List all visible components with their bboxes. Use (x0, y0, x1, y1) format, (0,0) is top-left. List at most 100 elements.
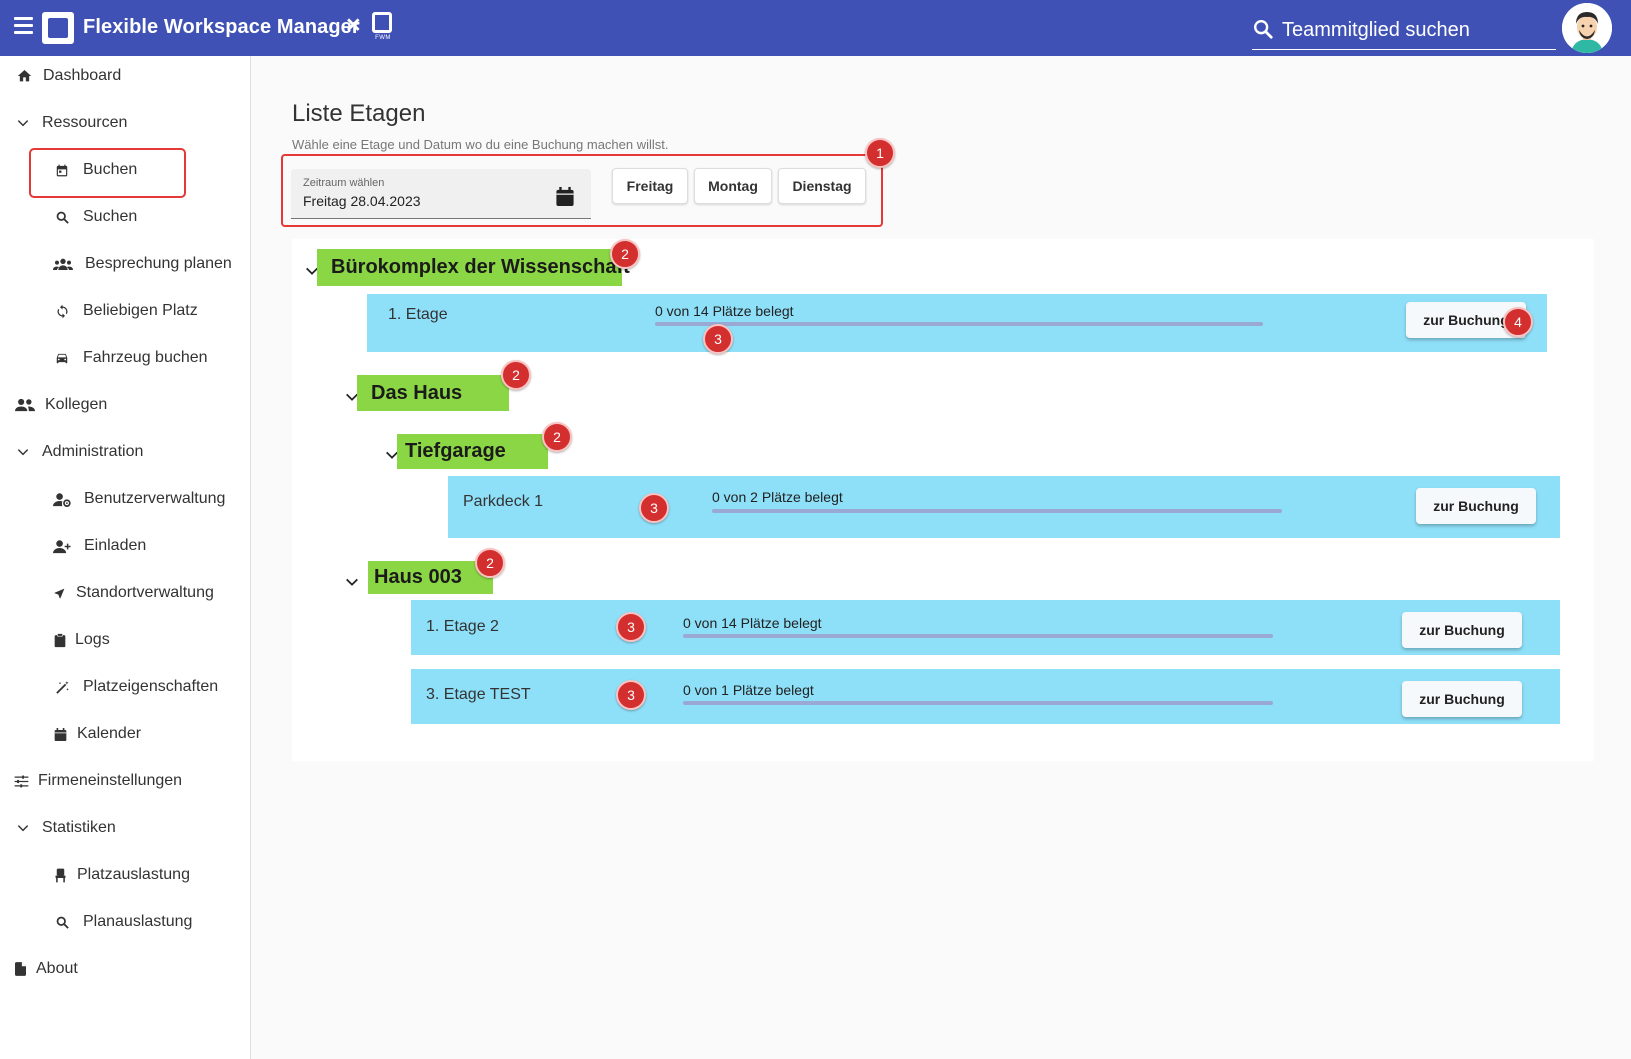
sidebar-item-label: Firmeneinstellungen (38, 772, 183, 789)
book-button[interactable]: zur Buchung (1416, 488, 1536, 524)
highlight-frame (29, 148, 186, 198)
annotation-badge: 3 (639, 493, 669, 523)
sidebar-item-statistiken[interactable]: Statistiken (14, 808, 116, 848)
group-tiefgarage[interactable]: Tiefgarage (397, 434, 548, 469)
floor-list-panel: Bürokomplex der Wissenschaft 2 1. Etage … (292, 239, 1594, 761)
annotation-badge: 3 (703, 324, 733, 354)
group-das-haus[interactable]: Das Haus (357, 375, 509, 411)
chevron-down-icon (14, 819, 32, 837)
sidebar-item-beliebigen-platz[interactable]: Beliebigen Platz (53, 291, 198, 331)
sidebar-item-label: Platzeigenschaften (83, 678, 219, 695)
sidebar-item-label: Statistiken (42, 819, 116, 836)
occupancy-bar (712, 509, 1282, 513)
sidebar-item-kollegen[interactable]: Kollegen (15, 385, 107, 425)
sidebar-item-ressourcen[interactable]: Ressourcen (14, 103, 127, 143)
sidebar-item-label: Buchen (83, 161, 138, 178)
chair-icon (53, 866, 67, 884)
day-button-freitag[interactable]: Freitag (612, 168, 688, 204)
sidebar-item-label: Kollegen (45, 396, 108, 413)
sidebar-item-label: Besprechung planen (85, 255, 232, 272)
chevron-down-icon[interactable] (304, 263, 320, 279)
floor-name: 1. Etage (388, 306, 448, 323)
calendar-icon (53, 725, 67, 743)
floor-row: 1. Etage 0 von 14 Plätze belegt zur Buch… (367, 294, 1547, 352)
people-icon (15, 396, 35, 414)
calendar-icon[interactable] (555, 186, 575, 212)
user-avatar[interactable] (1562, 3, 1612, 53)
sidebar-item-standortverwaltung[interactable]: Standortverwaltung (53, 573, 214, 613)
search-icon (53, 208, 71, 226)
chevron-down-icon (14, 114, 32, 132)
app-title: Flexible Workspace Manager (83, 16, 360, 38)
manage-accounts-icon (53, 490, 72, 508)
calendar-icon (53, 161, 71, 179)
annotation-badge: 2 (475, 548, 505, 578)
chevron-down-icon[interactable] (344, 389, 360, 405)
annotation-badge: 3 (616, 680, 646, 710)
sidebar-item-label: Suchen (83, 208, 138, 225)
sidebar-item-logs[interactable]: Logs (53, 620, 110, 660)
sidebar-item-planauslastung[interactable]: Planauslastung (53, 902, 192, 942)
sidebar-item-label: Beliebigen Platz (83, 302, 198, 319)
home-icon (15, 67, 33, 85)
page-title: Liste Etagen (292, 100, 426, 127)
occupancy-text: 0 von 14 Plätze belegt (683, 615, 822, 631)
sidebar-item-label: Einladen (84, 537, 147, 554)
date-range-field[interactable]: Zeitraum wählen Freitag 28.04.2023 (291, 169, 591, 219)
sidebar-item-label: Standortverwaltung (76, 584, 214, 601)
sidebar-item-kalender[interactable]: Kalender (53, 714, 141, 754)
annotation-badge: 2 (542, 422, 572, 452)
chevron-down-icon (14, 443, 32, 461)
search-icon (1254, 20, 1273, 39)
page-subtitle: Wähle eine Etage und Datum wo du eine Bu… (292, 137, 669, 152)
sidebar-item-label: About (36, 960, 78, 977)
occupancy-bar (683, 701, 1273, 705)
app-logo (42, 12, 74, 44)
sidebar-item-label: Fahrzeug buchen (83, 349, 208, 366)
sidebar-item-label: Dashboard (43, 67, 122, 84)
sidebar-item-buchen[interactable]: Buchen (53, 150, 137, 190)
sidebar-item-benutzerverwaltung[interactable]: Benutzerverwaltung (53, 479, 225, 519)
sidebar: Dashboard Ressourcen Buchen Suchen Bespr… (0, 56, 251, 1059)
group-haus-003[interactable]: Haus 003 (368, 561, 493, 594)
sidebar-item-suchen[interactable]: Suchen (53, 197, 137, 237)
sidebar-item-label: Planauslastung (83, 913, 193, 930)
floor-name: 3. Etage TEST (426, 686, 531, 703)
sidebar-item-label: Benutzerverwaltung (84, 490, 226, 507)
occupancy-bar (683, 634, 1273, 638)
sidebar-item-administration[interactable]: Administration (14, 432, 143, 472)
person-add-icon (53, 537, 72, 555)
sidebar-item-platzeigenschaften[interactable]: Platzeigenschaften (53, 667, 218, 707)
day-button-dienstag[interactable]: Dienstag (778, 168, 866, 204)
group-buerokomplex[interactable]: Bürokomplex der Wissenschaft (317, 249, 630, 286)
floor-name: Parkdeck 1 (463, 493, 544, 510)
chevron-down-icon[interactable] (384, 447, 400, 463)
book-button[interactable]: zur Buchung (1402, 612, 1522, 648)
main-content: Liste Etagen Wähle eine Etage und Datum … (251, 56, 1631, 1059)
menu-icon[interactable] (14, 17, 34, 37)
sidebar-item-label: Kalender (77, 725, 142, 742)
sidebar-item-dashboard[interactable]: Dashboard (15, 56, 121, 96)
close-icon[interactable]: × (346, 11, 361, 39)
sidebar-item-label: Platzauslastung (77, 866, 190, 883)
day-button-montag[interactable]: Montag (694, 168, 772, 204)
search-icon (53, 913, 71, 931)
sync-icon (53, 302, 71, 320)
floor-row: Parkdeck 1 0 von 2 Plätze belegt zur Buc… (448, 476, 1560, 538)
groups-icon (53, 255, 73, 273)
sidebar-item-besprechung[interactable]: Besprechung planen (53, 244, 232, 284)
member-search-input[interactable]: Teammitglied suchen (1252, 14, 1556, 50)
sidebar-item-einladen[interactable]: Einladen (53, 526, 146, 566)
search-placeholder: Teammitglied suchen (1282, 19, 1470, 41)
annotation-badge: 3 (616, 612, 646, 642)
sidebar-item-about[interactable]: About (14, 949, 78, 989)
fwm-logo-label: FWM (375, 35, 391, 41)
sidebar-item-firmeneinstellungen[interactable]: Firmeneinstellungen (14, 761, 182, 801)
book-button[interactable]: zur Buchung (1402, 681, 1522, 717)
highlight-frame (281, 154, 883, 227)
annotation-badge: 2 (610, 239, 640, 269)
sidebar-item-platzauslastung[interactable]: Platzauslastung (53, 855, 190, 895)
chevron-down-icon[interactable] (344, 574, 360, 590)
sidebar-item-fahrzeug[interactable]: Fahrzeug buchen (53, 338, 208, 378)
clipboard-icon (53, 631, 66, 649)
